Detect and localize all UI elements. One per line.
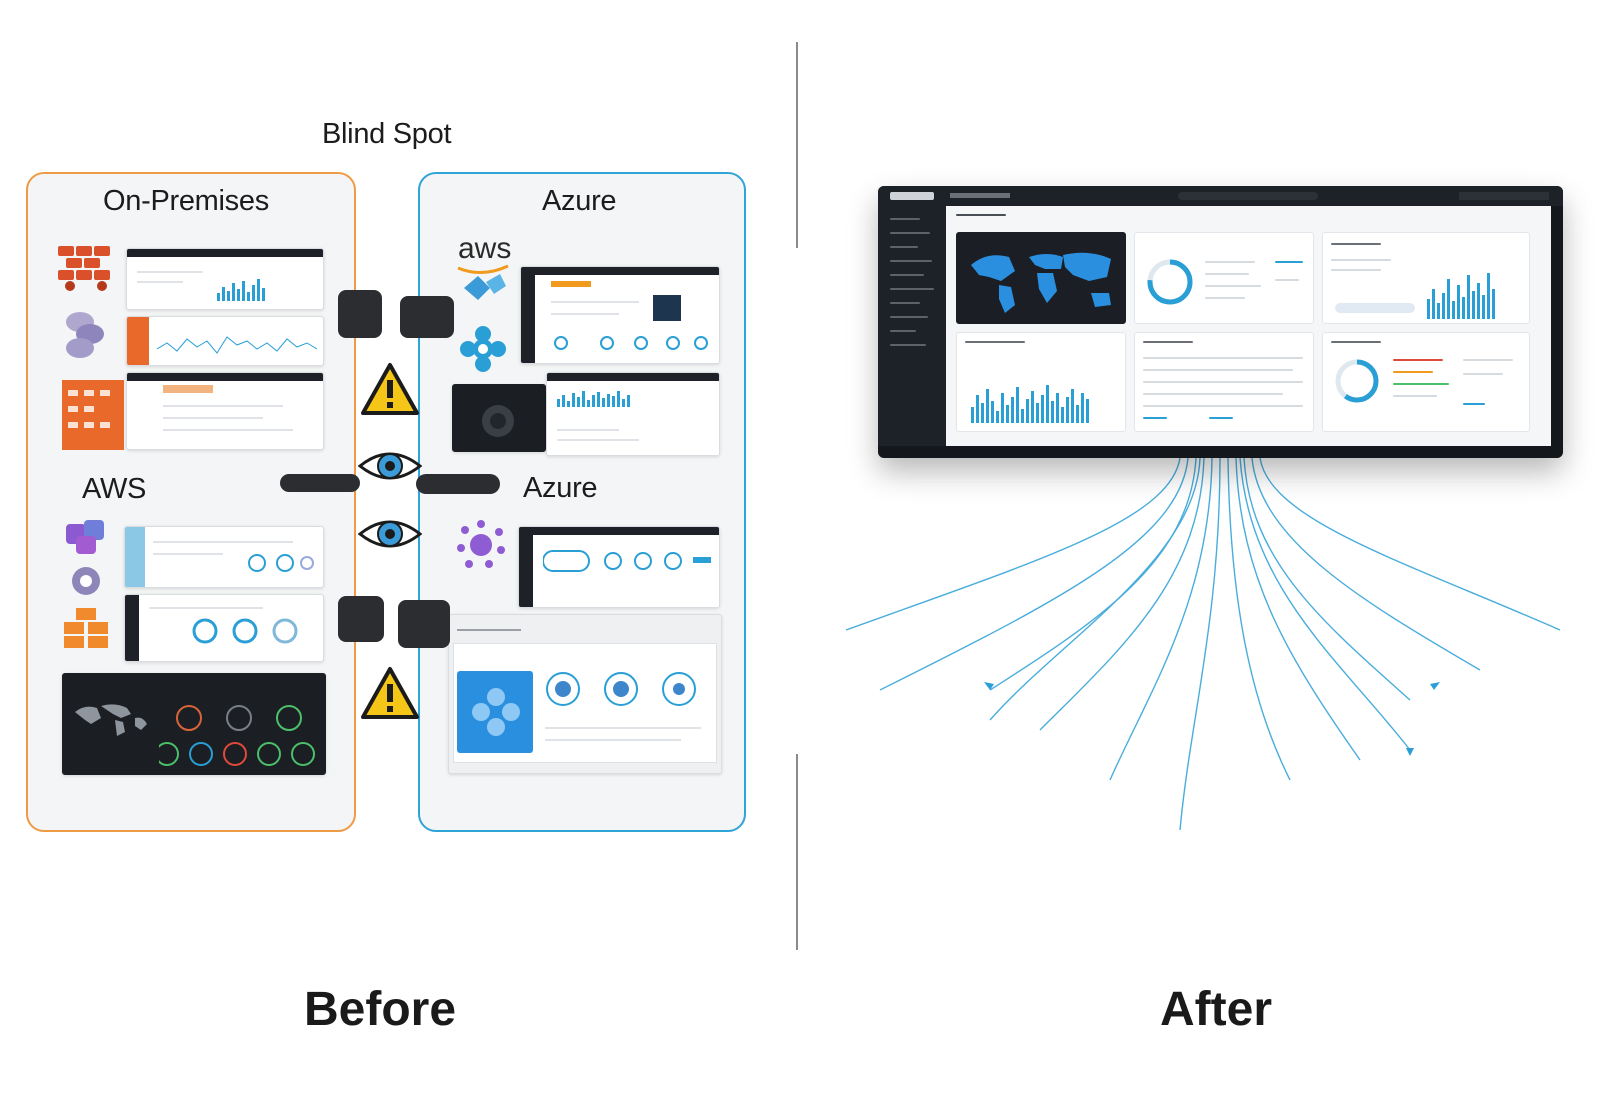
azure-label-mid: Azure [523,472,598,504]
events-table-card [1134,332,1314,432]
azure-service-icon [457,520,505,568]
azure-dark-thumb [452,384,546,452]
aws-label: AWS [82,473,147,505]
aws-compute-icon [66,520,104,554]
onprem-dashboard-1 [126,248,324,310]
onprem-dashboard-3 [126,372,324,450]
donut-chart-icon [1335,359,1379,403]
donut-chart-icon [1147,259,1193,305]
database-icon [66,312,104,358]
health-card [1322,332,1530,432]
aws-logo-text: aws [458,232,512,265]
dashboard-sidebar [878,206,946,446]
after-caption: After [1160,983,1273,1036]
eye-icon [358,452,422,480]
world-map-card [956,232,1126,324]
divider-line-bottom [796,754,798,950]
azure-services-dashboard [448,614,722,774]
blind-spot-blob [398,600,450,648]
world-map-icon [971,252,1111,313]
blind-spot-title: Blind Spot [322,118,452,150]
dashboard-content [946,206,1551,446]
aws-storage-icon [64,608,108,648]
firewall-icon [58,246,110,291]
warning-icon [361,363,419,415]
before-caption: Before [304,983,457,1036]
aws-logo-icon [457,264,509,300]
eye-icon [358,520,422,548]
world-map-icon [75,704,147,736]
azure-gear-icon [460,326,506,372]
blind-spot-blob [416,474,500,494]
aws-dashboard-2 [124,594,324,662]
aws-dashboard-1 [124,526,324,588]
bar-chart-card-2 [956,332,1126,432]
warning-icon [361,667,419,719]
unified-dashboard-monitor [878,186,1563,458]
on-premises-label: On-Premises [103,185,269,217]
status-summary-card [1134,232,1314,324]
onprem-dashboard-2 [126,316,324,366]
blind-spot-blob [280,474,360,492]
azure-dashboard-2 [546,372,720,456]
server-grid-icon [62,380,124,450]
aws-network-icon [72,567,100,595]
blind-spot-blob [338,290,382,338]
azure-dashboard-3 [518,526,720,608]
dashboard-top-bar [878,186,1563,206]
divider-line-top [796,42,798,248]
network-operations-dashboard [62,673,326,775]
azure-dashboard-1 [520,266,720,364]
blind-spot-blob [338,596,384,642]
bar-chart-card-1 [1322,232,1530,324]
azure-label-top: Azure [542,185,617,217]
blind-spot-blob [400,296,454,338]
